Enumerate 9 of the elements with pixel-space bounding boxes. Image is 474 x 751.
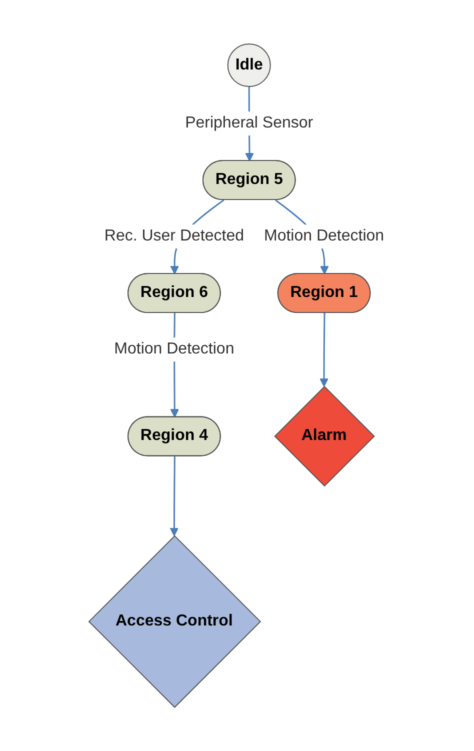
node-circle: Idle <box>228 43 272 87</box>
arrow <box>170 456 180 536</box>
edge-label: Motion Detection <box>114 340 235 358</box>
edge-label: Rec. User Detected <box>104 227 244 244</box>
edge-label: Peripheral Sensor <box>186 114 314 132</box>
node-diamond: Alarm <box>274 386 376 486</box>
arrow <box>320 312 329 387</box>
node-diamond: Access Control <box>88 535 262 708</box>
edge-label: Motion Detection <box>264 227 385 244</box>
